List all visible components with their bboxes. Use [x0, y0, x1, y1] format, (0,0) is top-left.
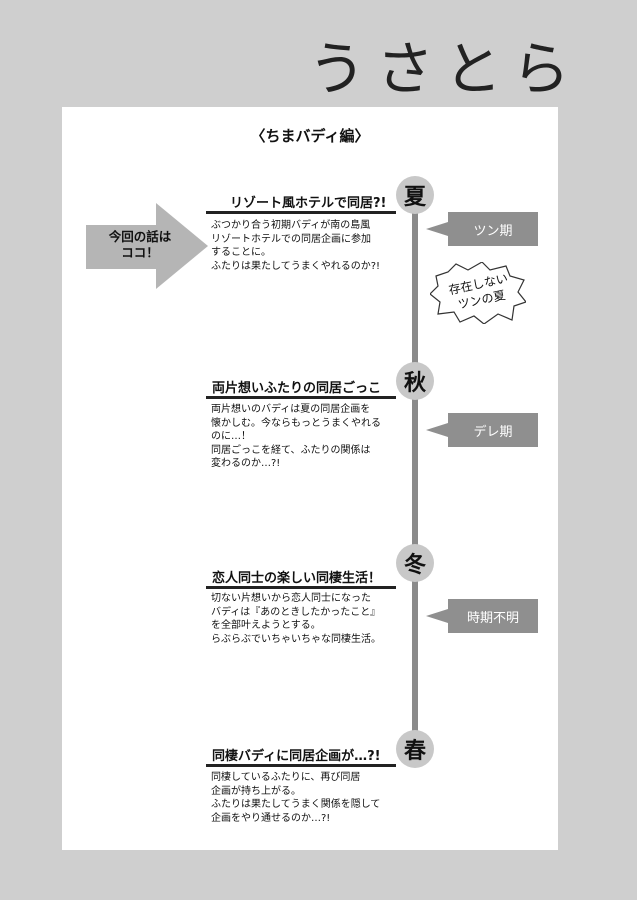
pointer-label: 今回の話は ココ！ — [108, 229, 172, 260]
section-body-winter: 切ない片想いから恋人同士になった バディは『あのときしたかったこと』 を全部叶え… — [211, 593, 381, 645]
subtitle: 〈ちまバディ編〉 — [250, 127, 370, 145]
section-body-summer: ぶつかり合う初期バディが南の島風 リゾートホテルでの同居企画に参加 することに。… — [211, 220, 381, 272]
section-rule — [206, 396, 396, 399]
timeline-line — [412, 192, 418, 752]
season-marker-spring: 春 — [396, 730, 434, 768]
section-body-spring: 同棲しているふたりに、再び同居 企画が持ち上がる。 ふたりは果たしてうまく関係を… — [211, 772, 381, 824]
section-title-winter: 恋人同士の楽しい同棲生活！ — [212, 571, 382, 586]
phase-label-tsun: ツン期 — [426, 212, 538, 246]
phase-label-unknown: 時期不明 — [426, 599, 538, 633]
season-marker-summer: 夏 — [396, 176, 434, 214]
season-marker-winter: 冬 — [396, 544, 434, 582]
section-rule — [206, 586, 396, 589]
phase-label-dere: デレ期 — [426, 413, 538, 447]
section-rule — [206, 764, 396, 767]
section-title-autumn: 両片想いふたりの同居ごっこ — [212, 381, 382, 396]
section-title-summer: リゾート風ホテルで同居?! — [230, 196, 387, 211]
section-rule — [206, 211, 396, 214]
spiky-note-bubble — [430, 262, 526, 324]
page-title: うさとら — [308, 35, 581, 103]
section-title-spring: 同棲バディに同居企画が…?! — [212, 749, 381, 764]
pointer-arrow: 今回の話は ココ！ — [86, 203, 208, 289]
season-marker-autumn: 秋 — [396, 362, 434, 400]
section-body-autumn: 両片想いのバディは夏の同居企画を 懐かしむ。今ならもっとうまくやれる のに…！ … — [211, 404, 381, 469]
